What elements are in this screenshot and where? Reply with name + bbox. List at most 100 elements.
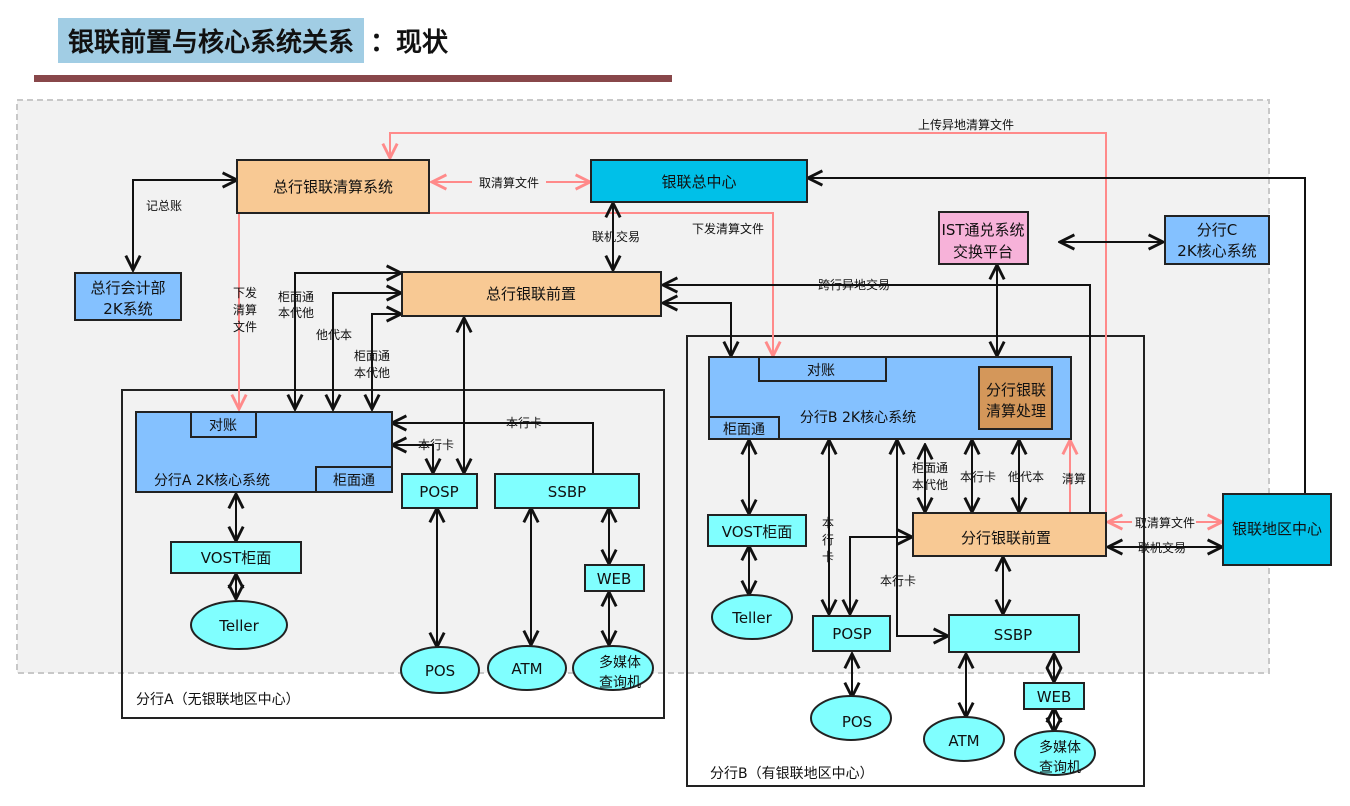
cup-hq-node[interactable] bbox=[590, 159, 808, 203]
hq-clearing-node[interactable] bbox=[236, 159, 430, 214]
hq-frontend-node[interactable] bbox=[401, 271, 662, 317]
a-counter-label: 柜面通 bbox=[333, 473, 375, 489]
a-vost-label: VOST柜面 bbox=[201, 549, 272, 567]
a-kiosk-label-2: 查询机 bbox=[599, 675, 641, 691]
a-core-label: 分行A 2K核心系统 bbox=[154, 473, 270, 489]
b-vost-node[interactable] bbox=[707, 514, 807, 547]
flow-counter-a2 bbox=[372, 314, 401, 409]
a-ssbp-label: SSBP bbox=[548, 483, 586, 501]
b-kiosk-label-1: 多媒体 bbox=[1039, 739, 1081, 756]
flow-regional-to-hq bbox=[808, 178, 1306, 494]
label-counter-a1-2: 本代他 bbox=[278, 306, 314, 320]
label-own-card-b-ssbp: 本行卡 bbox=[880, 574, 916, 588]
a-vost-node[interactable] bbox=[170, 541, 302, 574]
b-reconcile-node[interactable] bbox=[758, 356, 887, 382]
a-teller-node[interactable] bbox=[190, 600, 288, 650]
cup-regional-label: 银联地区中心 bbox=[1232, 520, 1322, 538]
b-frontend-node[interactable] bbox=[912, 512, 1107, 557]
a-kiosk-label-1: 多媒体 bbox=[599, 654, 641, 671]
b-counter-node[interactable] bbox=[708, 416, 780, 440]
a-counter-node[interactable] bbox=[315, 466, 393, 493]
b-kiosk-node[interactable] bbox=[1014, 730, 1096, 776]
label-own-card-b: 本行卡 bbox=[960, 470, 996, 484]
cup-regional-node[interactable] bbox=[1222, 493, 1332, 566]
a-web-label: WEB bbox=[597, 570, 632, 588]
label-own-card-a2: 本行卡 bbox=[418, 438, 454, 452]
flow-upload-remote bbox=[390, 132, 1107, 512]
b-ssbp-node[interactable] bbox=[948, 614, 1080, 653]
label-counter-b-2: 本代他 bbox=[912, 478, 948, 492]
title-underline bbox=[34, 75, 672, 82]
a-kiosk-node[interactable] bbox=[572, 645, 654, 691]
a-ssbp-node[interactable] bbox=[494, 473, 640, 509]
label-post-ledger: 记总账 bbox=[146, 199, 182, 213]
flow-ownCard-ssbp-a bbox=[392, 423, 594, 473]
b-reconcile-label: 对账 bbox=[807, 363, 835, 379]
label-issue-v2: 清算 bbox=[233, 302, 257, 317]
a-pos-node[interactable] bbox=[400, 646, 480, 694]
b-vost-label: VOST柜面 bbox=[722, 523, 793, 541]
label-issue-clearing: 下发清算文件 bbox=[692, 221, 764, 236]
label-issue-v3: 文件 bbox=[233, 319, 257, 334]
a-web-node[interactable] bbox=[584, 564, 645, 592]
a-posp-label: POSP bbox=[419, 483, 458, 501]
cup-hq-label: 银联总中心 bbox=[661, 173, 736, 191]
b-clearing-label-2: 清算处理 bbox=[986, 402, 1046, 420]
a-atm-label: ATM bbox=[511, 660, 542, 678]
clearing-flows bbox=[239, 132, 1222, 522]
branch-c-label-1: 分行C bbox=[1197, 221, 1237, 239]
a-reconcile-node[interactable] bbox=[190, 411, 257, 438]
branch-c-node[interactable] bbox=[1164, 215, 1270, 265]
branch-b-nodes bbox=[707, 356, 1107, 776]
label-counter-a1-1: 柜面通 bbox=[278, 290, 314, 304]
b-atm-node[interactable] bbox=[923, 716, 1005, 762]
hq-nodes bbox=[74, 159, 1332, 566]
b-clearing-node[interactable] bbox=[978, 366, 1053, 430]
label-own-card-b-v1: 本 bbox=[822, 516, 834, 530]
ist-label-2: 交换平台 bbox=[953, 243, 1013, 261]
title-suffix: ：现状 bbox=[370, 28, 449, 58]
b-kiosk-label-2: 查询机 bbox=[1039, 760, 1081, 776]
flow-cross-bank bbox=[663, 285, 1091, 512]
b-core-label: 分行B 2K核心系统 bbox=[800, 410, 916, 426]
a-pos-label: POS bbox=[425, 662, 455, 680]
b-web-label: WEB bbox=[1037, 688, 1072, 706]
label-fetch-clearing-b: 取清算文件 bbox=[1135, 515, 1195, 530]
ist-label-1: IST通兑系统 bbox=[941, 221, 1024, 239]
label-fetch-clearing: 取清算文件 bbox=[479, 175, 539, 190]
title-highlighted: 银联前置与核心系统关系 bbox=[58, 18, 365, 63]
a-reconcile-label: 对账 bbox=[209, 418, 237, 434]
ist-node[interactable] bbox=[938, 211, 1029, 265]
b-posp-node[interactable] bbox=[812, 615, 891, 652]
label-counter-b-1: 柜面通 bbox=[912, 461, 948, 475]
flow-post-ledger bbox=[133, 180, 237, 270]
label-own-card-a1: 本行卡 bbox=[506, 416, 542, 430]
label-counter-a2-2: 本代他 bbox=[354, 366, 390, 380]
b-teller-node[interactable] bbox=[711, 594, 793, 640]
label-own-card-b-v3: 卡 bbox=[822, 550, 834, 564]
label-issue-v1: 下发 bbox=[233, 285, 257, 300]
branch-c-label-2: 2K核心系统 bbox=[1177, 242, 1256, 260]
hq-accounting-node[interactable] bbox=[74, 272, 182, 321]
flow-ownCard-posp-a bbox=[392, 445, 433, 473]
b-atm-label: ATM bbox=[948, 732, 979, 750]
branch-a-nodes bbox=[135, 411, 654, 694]
b-posp-label: POSP bbox=[832, 625, 871, 643]
flow-issue-b bbox=[430, 212, 773, 356]
page-title: 银联前置与核心系统关系 ：现状 bbox=[58, 18, 448, 63]
a-atm-node[interactable] bbox=[487, 645, 567, 691]
label-other-for-own-b: 他代本 bbox=[1008, 470, 1044, 484]
b-pos-node[interactable] bbox=[810, 695, 892, 741]
label-online-b: 联机交易 bbox=[1138, 540, 1186, 555]
b-web-node[interactable] bbox=[1023, 682, 1085, 710]
label-counter-a2-1: 柜面通 bbox=[354, 349, 390, 363]
flow-hq-core-b bbox=[663, 303, 731, 356]
hq-clearing-label: 总行银联清算系统 bbox=[273, 178, 393, 196]
label-upload-remote: 上传异地清算文件 bbox=[918, 117, 1014, 132]
flow-counter-a1 bbox=[295, 273, 401, 409]
b-counter-label: 柜面通 bbox=[723, 422, 765, 438]
flow-ownCard-ssbp-b bbox=[897, 440, 948, 636]
a-posp-node[interactable] bbox=[401, 473, 478, 509]
a-teller-label: Teller bbox=[218, 617, 259, 635]
label-cross-bank: 跨行异地交易 bbox=[818, 277, 890, 292]
